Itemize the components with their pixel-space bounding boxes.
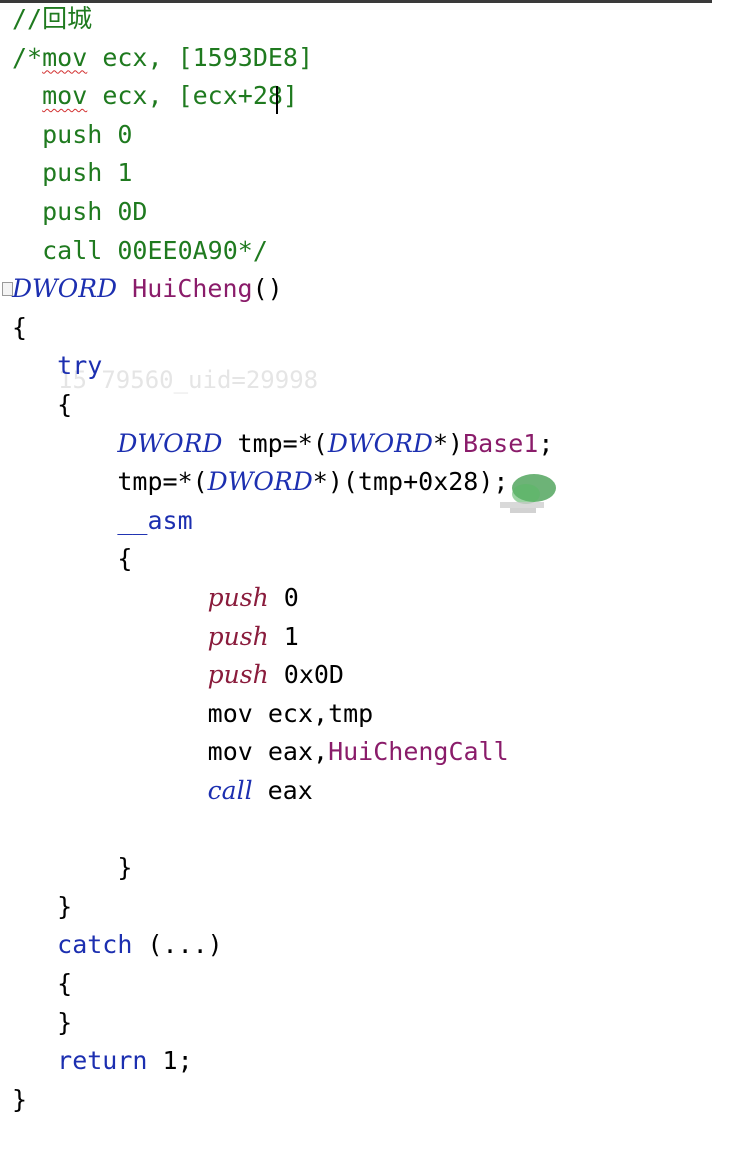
code-token: push 1 [12,158,133,188]
code-line[interactable]: push 0 [12,579,299,617]
code-token: push [207,621,269,651]
code-line[interactable]: call eax [12,772,313,810]
code-token: mov [42,81,88,111]
code-line[interactable]: } [12,1004,72,1042]
code-token: *)(tmp+0x28); [312,467,509,497]
code-line[interactable]: { [12,540,132,578]
code-line[interactable]: //回城 [12,0,92,38]
code-line[interactable]: __asm [12,502,193,540]
code-token: try [57,351,103,381]
code-token: { [12,969,73,998]
code-token: { [12,312,28,342]
code-token: *) [432,428,464,458]
code-token: ; [538,428,554,458]
code-line[interactable]: } [12,1081,27,1119]
code-token: } [12,853,133,883]
right-margin [712,0,741,1170]
code-line[interactable]: catch (...) [12,926,223,964]
code-line[interactable]: { [12,309,27,347]
code-token: 0 [268,583,299,612]
code-token: } [12,1084,28,1114]
code-token: } [12,1007,73,1037]
code-token: push [207,660,269,690]
code-token: eax [252,776,313,805]
code-token: (...) [132,930,223,960]
code-line[interactable]: { [12,386,72,424]
code-token: //回城 [12,4,93,33]
collapse-box-icon[interactable] [2,282,13,296]
code-line[interactable]: return 1; [12,1042,193,1080]
code-line[interactable]: } [12,849,132,887]
watermark-text: 15 79560_uid=29998 [58,366,319,394]
code-token: __asm [117,505,193,535]
code-token: call 00EE0A90*/ [12,235,268,265]
code-token: DWORD [117,428,223,458]
code-token: mov [42,42,88,72]
code-token: ecx, [ecx+28] [87,81,298,111]
code-token: push 0D [12,197,148,226]
code-token: push [207,583,269,612]
code-line[interactable]: { [12,965,72,1003]
green-mouse-cursor-icon [500,474,556,513]
code-line[interactable]: mov ecx,tmp [12,695,374,733]
code-token: ecx, [1593DE8] [87,42,314,72]
code-token: DWORD [207,467,313,497]
code-token: /* [12,42,43,72]
code-token: 0x0D [268,660,344,690]
code-token [12,429,117,458]
code-line[interactable]: push 1 [12,154,132,192]
code-token [117,274,132,303]
code-token: catch [57,930,133,960]
code-token: 1 [268,621,299,651]
code-line[interactable]: /*mov ecx, [1593DE8] [12,39,313,77]
code-line[interactable]: push 0x0D [12,656,344,694]
code-token: () [252,274,283,304]
code-line[interactable]: mov eax,HuiChengCall [12,733,509,771]
window-top-border [0,0,741,3]
code-line[interactable]: push 1 [12,618,299,656]
code-line[interactable]: push 0D [12,193,147,231]
code-line[interactable]: tmp=*(DWORD*)(tmp+0x28); [12,463,508,501]
code-token: push 0 [12,119,133,149]
code-line[interactable]: DWORD HuiCheng() [12,270,283,308]
code-token: Base1 [463,428,539,458]
code-token [12,351,57,380]
code-token: DWORD [12,274,118,304]
code-token: HuiChengCall [328,737,509,767]
code-line[interactable]: } [12,888,72,926]
code-token: tmp=*( [222,428,328,458]
code-token: } [12,891,73,921]
code-token [12,930,57,959]
code-token: { [12,544,133,574]
code-token: tmp=*( [12,467,208,497]
code-token: return [57,1046,148,1076]
code-token: 1; [147,1046,193,1076]
code-token: HuiCheng [132,274,253,304]
code-token [12,622,208,651]
code-token [12,506,117,535]
code-token: mov eax, [12,737,329,767]
code-token [12,776,208,805]
code-token [12,81,42,110]
code-line[interactable]: mov ecx, [ecx+28] [12,77,298,115]
code-token: call [207,776,253,805]
code-token [12,660,208,689]
code-token: { [12,390,73,419]
code-line[interactable]: try [12,347,102,385]
code-line[interactable]: push 0 [12,116,132,154]
code-token: DWORD [327,428,433,458]
code-line[interactable]: DWORD tmp=*(DWORD*)Base1; [12,425,553,463]
code-token [12,1046,57,1075]
text-caret [276,86,278,114]
code-token [12,583,208,612]
code-token: mov ecx,tmp [12,698,374,728]
code-line[interactable]: call 00EE0A90*/ [12,232,268,270]
